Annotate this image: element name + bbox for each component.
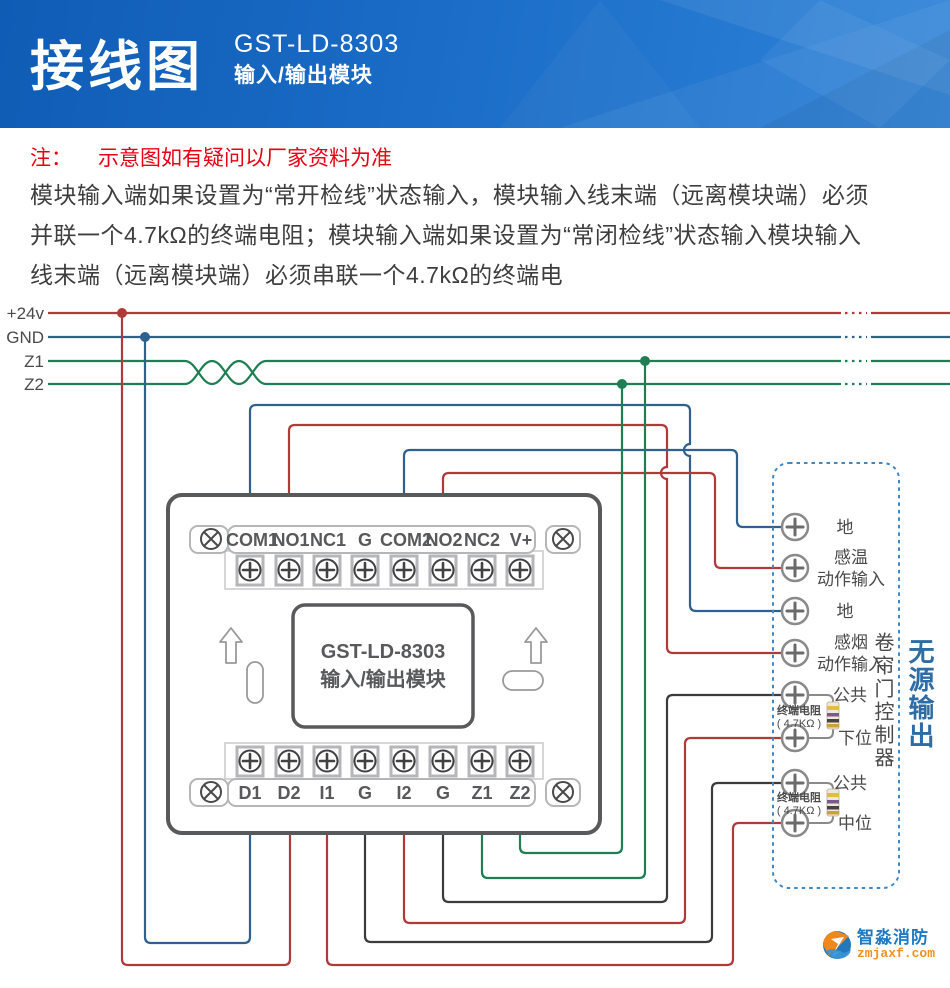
wire-no2-to-heat-input — [441, 471, 782, 570]
terminal-label-no2: NO2 — [425, 530, 462, 550]
label-common-1: 公共 — [833, 686, 867, 705]
note-body-line-1: 模块输入端如果设置为“常开检线”状态输入，模块输入线末端（远离模块端）必须 — [30, 182, 869, 208]
module-bottom-screw-terminals — [235, 745, 535, 778]
resistor-value-2: ( 4.7KΩ ) — [777, 805, 821, 817]
terminal-label-i1: I1 — [319, 783, 334, 803]
label-ground-1: 地 — [837, 518, 854, 537]
terminal-label-d2: D2 — [277, 783, 300, 803]
passive-output-label-vertical: 无源输出 — [905, 638, 935, 750]
terminal-label-g1: G — [358, 783, 372, 803]
wire-24v-to-d2 — [120, 313, 292, 967]
controller-terminal-labels: 地 感温 动作输入 地 感烟 动作输入 公共 下位 公共 中位 — [817, 518, 885, 833]
label-common-2: 公共 — [833, 774, 867, 793]
label-ground-2: 地 — [837, 602, 854, 621]
header-banner: 接线图 GST-LD-8303 输入/输出模块 — [0, 0, 950, 128]
bus-label-z1: Z1 — [24, 352, 44, 371]
logo-brand-name: 智淼消防 — [857, 928, 929, 947]
module-name-sub: 输入/输出模块 — [320, 667, 447, 691]
wire-com2-to-ground1 — [402, 448, 782, 529]
terminal-label-z1: Z1 — [471, 783, 492, 803]
controller-title-vertical: 卷帘门控制器 — [871, 632, 893, 770]
note-warning-line: 注： 示意图如有疑问以厂家资料为准 — [30, 142, 392, 172]
logo-url: zmjaxf.com — [857, 945, 936, 961]
label-heat-line2: 动作输入 — [817, 570, 885, 589]
note-prefix: 注： — [30, 147, 72, 170]
model-number: GST-LD-8303 — [234, 30, 400, 58]
controller-screw-terminals — [780, 512, 810, 838]
note-body-line-2: 并联一个4.7kΩ的终端电阻；模块输入端如果设置为“常闭检线”状态输入模块输入 — [30, 222, 862, 248]
terminating-resistor-1 — [809, 694, 840, 739]
terminal-label-vplus: V+ — [510, 530, 533, 550]
terminal-label-g2: G — [436, 783, 450, 803]
label-heat-line1: 感温 — [834, 548, 868, 567]
module-top-screw-terminals — [235, 554, 535, 587]
terminal-label-z2: Z2 — [509, 783, 530, 803]
roller-door-controller-box: 终端电阻 ( 4.7KΩ ) 终端电阻 ( 4.7KΩ ) 地 感温 动作输入 … — [772, 462, 900, 889]
module-top-terminal-labels: COM1 NO1 NC1 G COM2 NO2 NC2 V+ — [226, 530, 532, 550]
junction-dots — [117, 308, 650, 389]
bus-label-24v: +24v — [7, 304, 45, 323]
io-module: COM1 NO1 NC1 G COM2 NO2 NC2 V+ — [166, 493, 602, 835]
note-body-line-3: 线末端（远离模块端）必须串联一个4.7kΩ的终端电 — [30, 262, 564, 288]
note-warning-text: 示意图如有疑问以厂家资料为准 — [98, 147, 392, 170]
wire-z2-to-bus — [518, 384, 624, 855]
resistor-label-1: 终端电阻 — [777, 703, 821, 717]
page-title: 接线图 — [30, 37, 204, 97]
terminating-resistor-2 — [809, 782, 840, 824]
bus-labels: +24v GND Z1 Z2 — [6, 304, 44, 394]
wire-i2-to-lower — [402, 736, 782, 925]
brand-logo: 智淼消防 zmjaxf.com — [822, 929, 935, 960]
wire-no1-to-smoke-input — [287, 423, 782, 655]
power-bus-lines — [48, 311, 950, 386]
wire-gnd-to-d1 — [143, 337, 252, 945]
terminal-label-no1: NO1 — [272, 530, 309, 550]
label-lower-position: 下位 — [838, 729, 872, 748]
label-smoke-line2: 动作输入 — [817, 655, 885, 674]
resistor-label-2: 终端电阻 — [777, 790, 821, 804]
bus-label-gnd: GND — [6, 328, 44, 347]
label-middle-position: 中位 — [838, 814, 872, 833]
terminal-label-g-top: G — [358, 530, 372, 550]
up-arrow-icon — [219, 627, 548, 664]
mounting-screw-icon — [200, 781, 574, 803]
module-type-subtitle: 输入/输出模块 — [234, 64, 373, 87]
terminal-label-d1: D1 — [238, 783, 261, 803]
module-name: GST-LD-8303 — [321, 641, 445, 663]
wire-com1-to-ground2 — [248, 403, 782, 613]
terminal-label-com2: COM2 — [380, 530, 432, 550]
module-bottom-terminal-labels: D1 D2 I1 G I2 G Z1 Z2 — [238, 783, 530, 803]
wire-i1-to-middle — [325, 821, 782, 967]
wire-g1-to-common2 — [363, 781, 782, 944]
wire-g2-to-common1 — [441, 693, 782, 904]
resistor-value-1: ( 4.7KΩ ) — [777, 718, 821, 730]
terminal-label-nc2: NC2 — [464, 530, 500, 550]
terminal-label-com1: COM1 — [226, 530, 278, 550]
bus-label-z2: Z2 — [24, 375, 44, 394]
logo-icon — [823, 930, 851, 959]
label-smoke-line1: 感烟 — [834, 633, 868, 652]
slot-pill — [246, 661, 544, 704]
terminal-label-i2: I2 — [396, 783, 411, 803]
header-polygon-decoration — [560, 0, 950, 128]
terminal-label-nc1: NC1 — [310, 530, 346, 550]
wires — [120, 313, 782, 967]
mounting-screw-icon — [200, 528, 574, 550]
wire-z1-to-bus — [480, 361, 647, 880]
